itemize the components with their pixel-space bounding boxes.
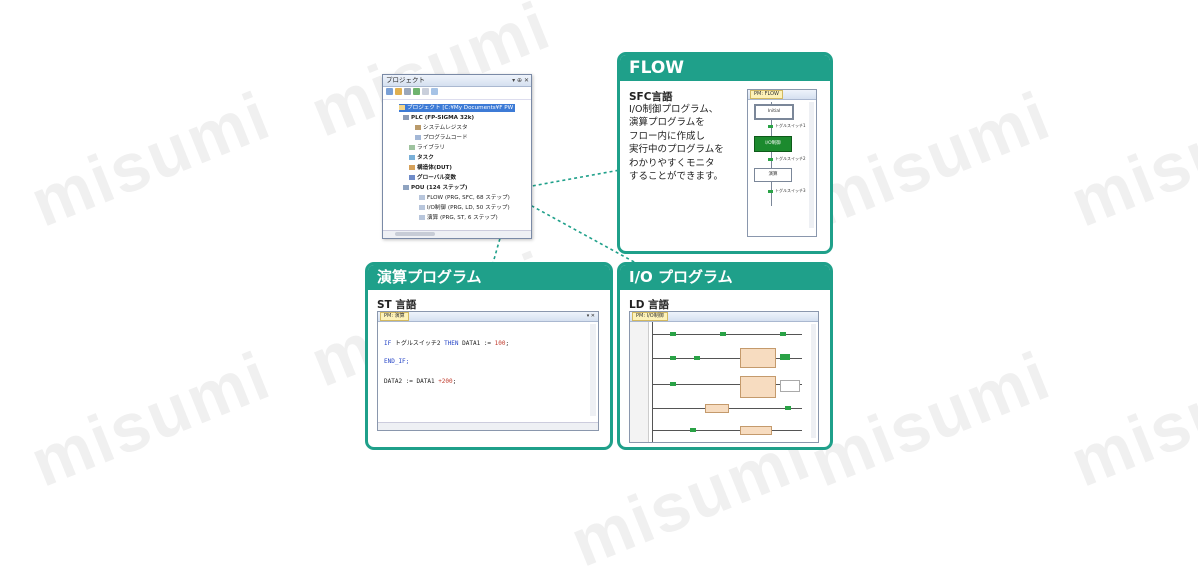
st-code-line-2: END_IF; xyxy=(384,358,410,365)
project-tree: プロジェクト [C:¥My Documents¥F PW PLC (FP-SIG… xyxy=(383,100,531,227)
tree-item-library[interactable]: ライブラリ xyxy=(409,144,445,152)
sfc-transition-3: トグルスイッチ3 xyxy=(768,188,806,194)
watermark: misumi xyxy=(20,337,281,502)
expand-icon[interactable] xyxy=(386,88,393,95)
project-toolbar xyxy=(383,87,531,100)
watermark: misumi xyxy=(20,77,281,242)
flow-subheading: SFC言語 xyxy=(629,91,673,103)
watermark: misumi xyxy=(800,337,1061,502)
project-icon xyxy=(399,105,405,110)
tree-item-task[interactable]: タスク xyxy=(409,154,434,162)
tree-item-plc[interactable]: PLC (FP-SIGMA 32k) xyxy=(403,114,474,122)
tree-item-flow[interactable]: FLOW (PRG, SFC, 68 ステップ) xyxy=(419,194,510,202)
variable-icon xyxy=(409,175,415,180)
watermark: misumi xyxy=(1060,77,1198,242)
flow-card: FLOW SFC言語 I/O制御プログラム、 演算プログラムを フロー内に作成し… xyxy=(617,52,833,254)
tree-item-pou[interactable]: POU (124 ステップ) xyxy=(403,184,467,192)
tree-item-calc[interactable]: 演算 (PRG, ST, 6 ステップ) xyxy=(419,214,498,222)
tree-item-dut[interactable]: 構造体(DUT) xyxy=(409,164,452,172)
sfc-icon xyxy=(419,195,425,200)
flow-heading: FLOW xyxy=(620,55,830,81)
io-subheading: LD 言語 xyxy=(629,299,670,311)
project-titlebar: プロジェクト ▾ ⊕ ✕ xyxy=(383,75,531,87)
ld-tab[interactable]: PM: I/O制御 xyxy=(632,312,668,321)
code-icon xyxy=(415,135,421,140)
st-card: 演算プログラム ST 言語 PM: 演算 ▾ ✕ IF トグルスイッチ2 THE… xyxy=(365,262,613,450)
st-window: PM: 演算 ▾ ✕ IF トグルスイッチ2 THEN DATA1 := 100… xyxy=(377,311,599,431)
ld-icon xyxy=(419,205,425,210)
add-icon[interactable] xyxy=(395,88,402,95)
register-icon xyxy=(415,125,421,130)
project-window: プロジェクト ▾ ⊕ ✕ プロジェクト [C:¥My Documents¥F P… xyxy=(382,74,532,239)
tree-item-program-code[interactable]: プログラムコード xyxy=(415,134,468,142)
structure-icon xyxy=(409,165,415,170)
task-icon xyxy=(409,155,415,160)
flow-description: I/O制御プログラム、 演算プログラムを フロー内に作成し 実行中のプログラムを… xyxy=(629,104,724,183)
ld-window: PM: I/O制御 xyxy=(629,311,819,443)
tree-item-project[interactable]: プロジェクト [C:¥My Documents¥F PW xyxy=(399,104,516,112)
tree-item-system-register[interactable]: システムレジスタ xyxy=(415,124,468,132)
tree-item-global-vars[interactable]: グローバル変数 xyxy=(409,174,456,182)
property-icon[interactable] xyxy=(413,88,420,95)
vertical-scrollbar[interactable] xyxy=(590,324,596,416)
st-code-line-1: IF トグルスイッチ2 THEN DATA1 := 100; xyxy=(384,340,510,347)
sfc-step-calc[interactable]: 演算 xyxy=(754,168,792,182)
sfc-window: PM: FLOW Initial トグルスイッチ1 I/O制御 トグルスイッチ2… xyxy=(747,89,817,237)
io-card: I/O プログラム LD 言語 PM: I/O制御 xyxy=(617,262,833,450)
project-title: プロジェクト xyxy=(386,76,425,84)
window-controls[interactable]: ▾ ⊕ ✕ xyxy=(512,77,529,84)
settings-icon[interactable] xyxy=(404,88,411,95)
io-heading: I/O プログラム xyxy=(620,265,830,290)
st-subheading: ST 言語 xyxy=(377,299,417,311)
watermark: misumi xyxy=(800,77,1061,242)
plc-icon xyxy=(403,115,409,120)
delete-icon[interactable] xyxy=(422,88,429,95)
sfc-transition-1: トグルスイッチ1 xyxy=(768,123,806,129)
sfc-tab[interactable]: PM: FLOW xyxy=(750,90,783,99)
st-heading: 演算プログラム xyxy=(368,265,610,290)
sfc-step-io[interactable]: I/O制御 xyxy=(754,136,792,152)
tree-item-io-control[interactable]: I/O制御 (PRG, LD, 50 ステップ) xyxy=(419,204,510,212)
sfc-step-initial[interactable]: Initial xyxy=(754,104,794,120)
close-icon[interactable]: ▾ ✕ xyxy=(586,313,595,319)
vertical-scrollbar[interactable] xyxy=(811,324,816,438)
st-tab[interactable]: PM: 演算 xyxy=(380,312,409,321)
horizontal-scrollbar[interactable] xyxy=(383,230,531,238)
pou-icon xyxy=(403,185,409,190)
horizontal-scrollbar[interactable] xyxy=(378,422,598,430)
library-icon xyxy=(409,145,415,150)
sfc-transition-2: トグルスイッチ2 xyxy=(768,156,806,162)
watermark: misumi xyxy=(1060,337,1198,502)
vertical-scrollbar[interactable] xyxy=(809,102,814,228)
st-icon xyxy=(419,215,425,220)
st-code-line-3: DATA2 := DATA1 +200; xyxy=(384,378,457,385)
refresh-icon[interactable] xyxy=(431,88,438,95)
